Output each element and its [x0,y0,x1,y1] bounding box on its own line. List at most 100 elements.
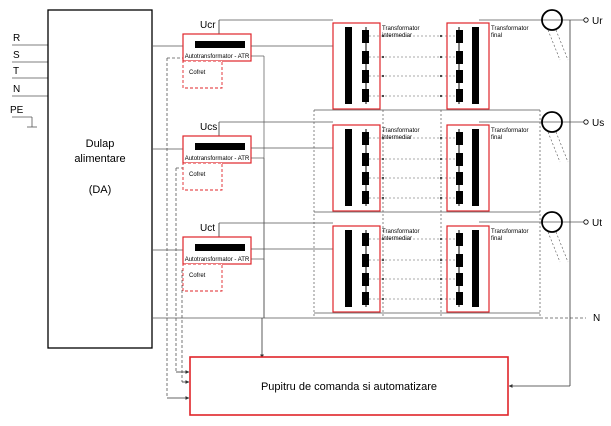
final-label-line1: Transformator [491,128,528,134]
input-label-s: S [13,50,20,61]
intermediate-winding [362,191,369,204]
atr-label: Autotransformator - ATR [185,156,250,162]
cofret-box [182,60,223,89]
current-sensor-icon [541,111,563,133]
sensor-wire [555,29,569,61]
sensor-wire [547,29,561,61]
intermediate-winding [362,292,369,305]
link-node [439,34,443,38]
control-panel-arrows [167,20,571,400]
power-cabinet [47,9,153,349]
final-winding [456,30,463,43]
final-label-line1: Transformator [491,26,528,32]
final-transformer-box [446,22,490,110]
atr-core [195,143,245,150]
cofret-label: Cofret [189,172,206,178]
current-sensor-icon [541,211,563,233]
cabinet-abbreviation: (DA) [89,184,112,196]
intermediate-winding [362,70,369,83]
intermediate-primary-core [345,27,352,104]
output-terminal [583,17,589,23]
input-label-n: N [13,84,20,95]
final-winding [456,292,463,305]
input-label-t: T [13,66,19,77]
control-panel [189,356,509,416]
atr-core [195,244,245,251]
control-panel-label: Pupitru de comanda si automatizare [261,381,437,393]
link-node [381,34,385,38]
final-winding [456,153,463,166]
final-label-line2: final [491,33,502,39]
sensor-wire [555,231,569,263]
input-label-pe: PE [10,105,24,116]
link-node [381,94,385,98]
link-node [381,74,385,78]
intermediate-label-line1: Transformator [382,128,419,134]
intermediate-winding [362,89,369,102]
intermediate-transformer-box [332,225,381,313]
output-terminal [583,219,589,225]
final-label-line2: final [491,135,502,141]
final-transformer-box [446,225,490,313]
intermediate-winding [362,233,369,246]
intermediate-winding [362,172,369,185]
cabinet-title-line2: alimentare [74,153,125,165]
output-label: Ut [592,218,602,229]
final-winding [456,273,463,286]
cofret-box [182,263,223,292]
cofret-label: Cofret [189,273,206,279]
intermediate-winding [362,254,369,267]
final-transformer-box [446,124,490,212]
intermediate-primary-core [345,230,352,307]
feed-lines [152,45,586,398]
final-winding [456,51,463,64]
intermediate-winding [362,273,369,286]
atr-label: Autotransformator - ATR [185,54,250,60]
intermediate-transformer-box [332,124,381,212]
atr-label: Autotransformator - ATR [185,257,250,263]
cofret-box [182,162,223,191]
final-winding [456,254,463,267]
final-label-line1: Transformator [491,229,528,235]
intermediate-label-line1: Transformator [382,229,419,235]
sensor-wire [547,231,561,263]
intermediate-winding [362,132,369,145]
final-label-line2: final [491,236,502,242]
link-node [439,74,443,78]
link-node [381,55,385,59]
sensor-wire [555,131,569,163]
final-secondary-core [472,230,479,307]
intermediate-transformer-box [332,22,381,110]
final-winding [456,191,463,204]
voltage-label: Ucr [200,20,216,31]
voltage-label: Uct [200,223,215,234]
intermediate-winding [362,153,369,166]
input-label-r: R [13,33,20,44]
final-secondary-core [472,27,479,104]
output-label-n: N [593,313,600,324]
intermediate-label-line1: Transformator [382,26,419,32]
voltage-label: Ucs [200,122,217,133]
output-terminal [583,119,589,125]
final-winding [456,233,463,246]
atr-core [195,41,245,48]
cofret-label: Cofret [189,70,206,76]
final-winding [456,132,463,145]
output-label: Ur [592,16,603,27]
input-lines [12,44,48,128]
output-label: Us [592,118,604,129]
intermediate-primary-core [345,129,352,206]
final-winding [456,172,463,185]
intermediate-winding [362,30,369,43]
intermediate-winding [362,51,369,64]
final-winding [456,70,463,83]
sensor-wire [547,131,561,163]
current-sensor-icon [541,9,563,31]
cabinet-title-line1: Dulap [86,138,115,150]
link-node [439,94,443,98]
link-node [439,55,443,59]
final-winding [456,89,463,102]
final-secondary-core [472,129,479,206]
